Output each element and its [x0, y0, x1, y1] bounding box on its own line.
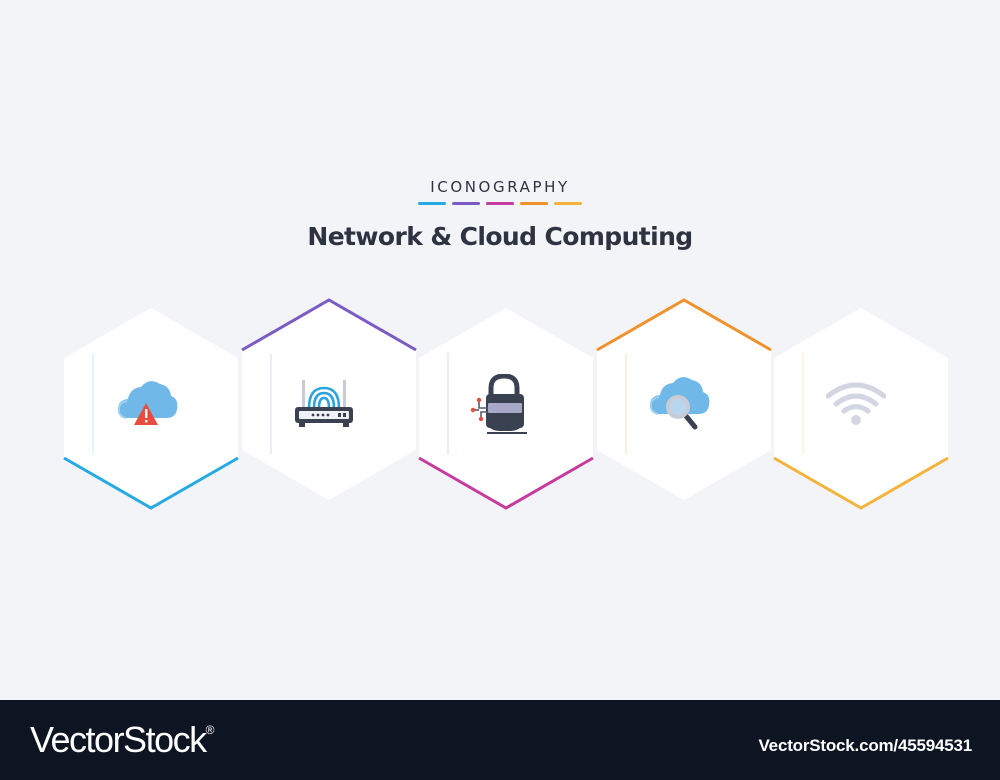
icon-tile-wifi-signal	[770, 306, 952, 510]
wifi-signal-icon	[826, 382, 886, 425]
logo-text: VectorStock	[30, 719, 207, 760]
color-bar	[452, 202, 480, 205]
icon-row	[0, 298, 1000, 510]
network-lock-icon	[470, 374, 527, 434]
icon-tile-cloud-warning	[60, 306, 242, 510]
color-bar	[520, 202, 548, 205]
icon-tile-network-lock	[415, 306, 597, 510]
color-bars	[0, 202, 1000, 205]
icon-tile-cloud-search	[593, 298, 775, 502]
color-bar	[418, 202, 446, 205]
hexagon-frame	[241, 298, 417, 500]
footer-bar: VectorStock® VectorStock.com/45594531	[0, 700, 1000, 780]
eyebrow-label: ICONOGRAPHY	[430, 178, 570, 196]
color-bar	[554, 202, 582, 205]
wifi-router-icon	[295, 380, 353, 427]
page-title: Network & Cloud Computing	[307, 222, 693, 251]
cloud-search-icon	[649, 377, 710, 430]
stock-id-label: VectorStock.com/45594531	[758, 736, 972, 755]
brand-logo: VectorStock®	[30, 719, 214, 761]
header: ICONOGRAPHY Network & Cloud Computing	[0, 178, 1000, 251]
cloud-warning-icon	[117, 381, 178, 425]
icon-tile-wifi-router	[238, 298, 420, 502]
color-bar	[486, 202, 514, 205]
registered-mark: ®	[205, 723, 215, 737]
